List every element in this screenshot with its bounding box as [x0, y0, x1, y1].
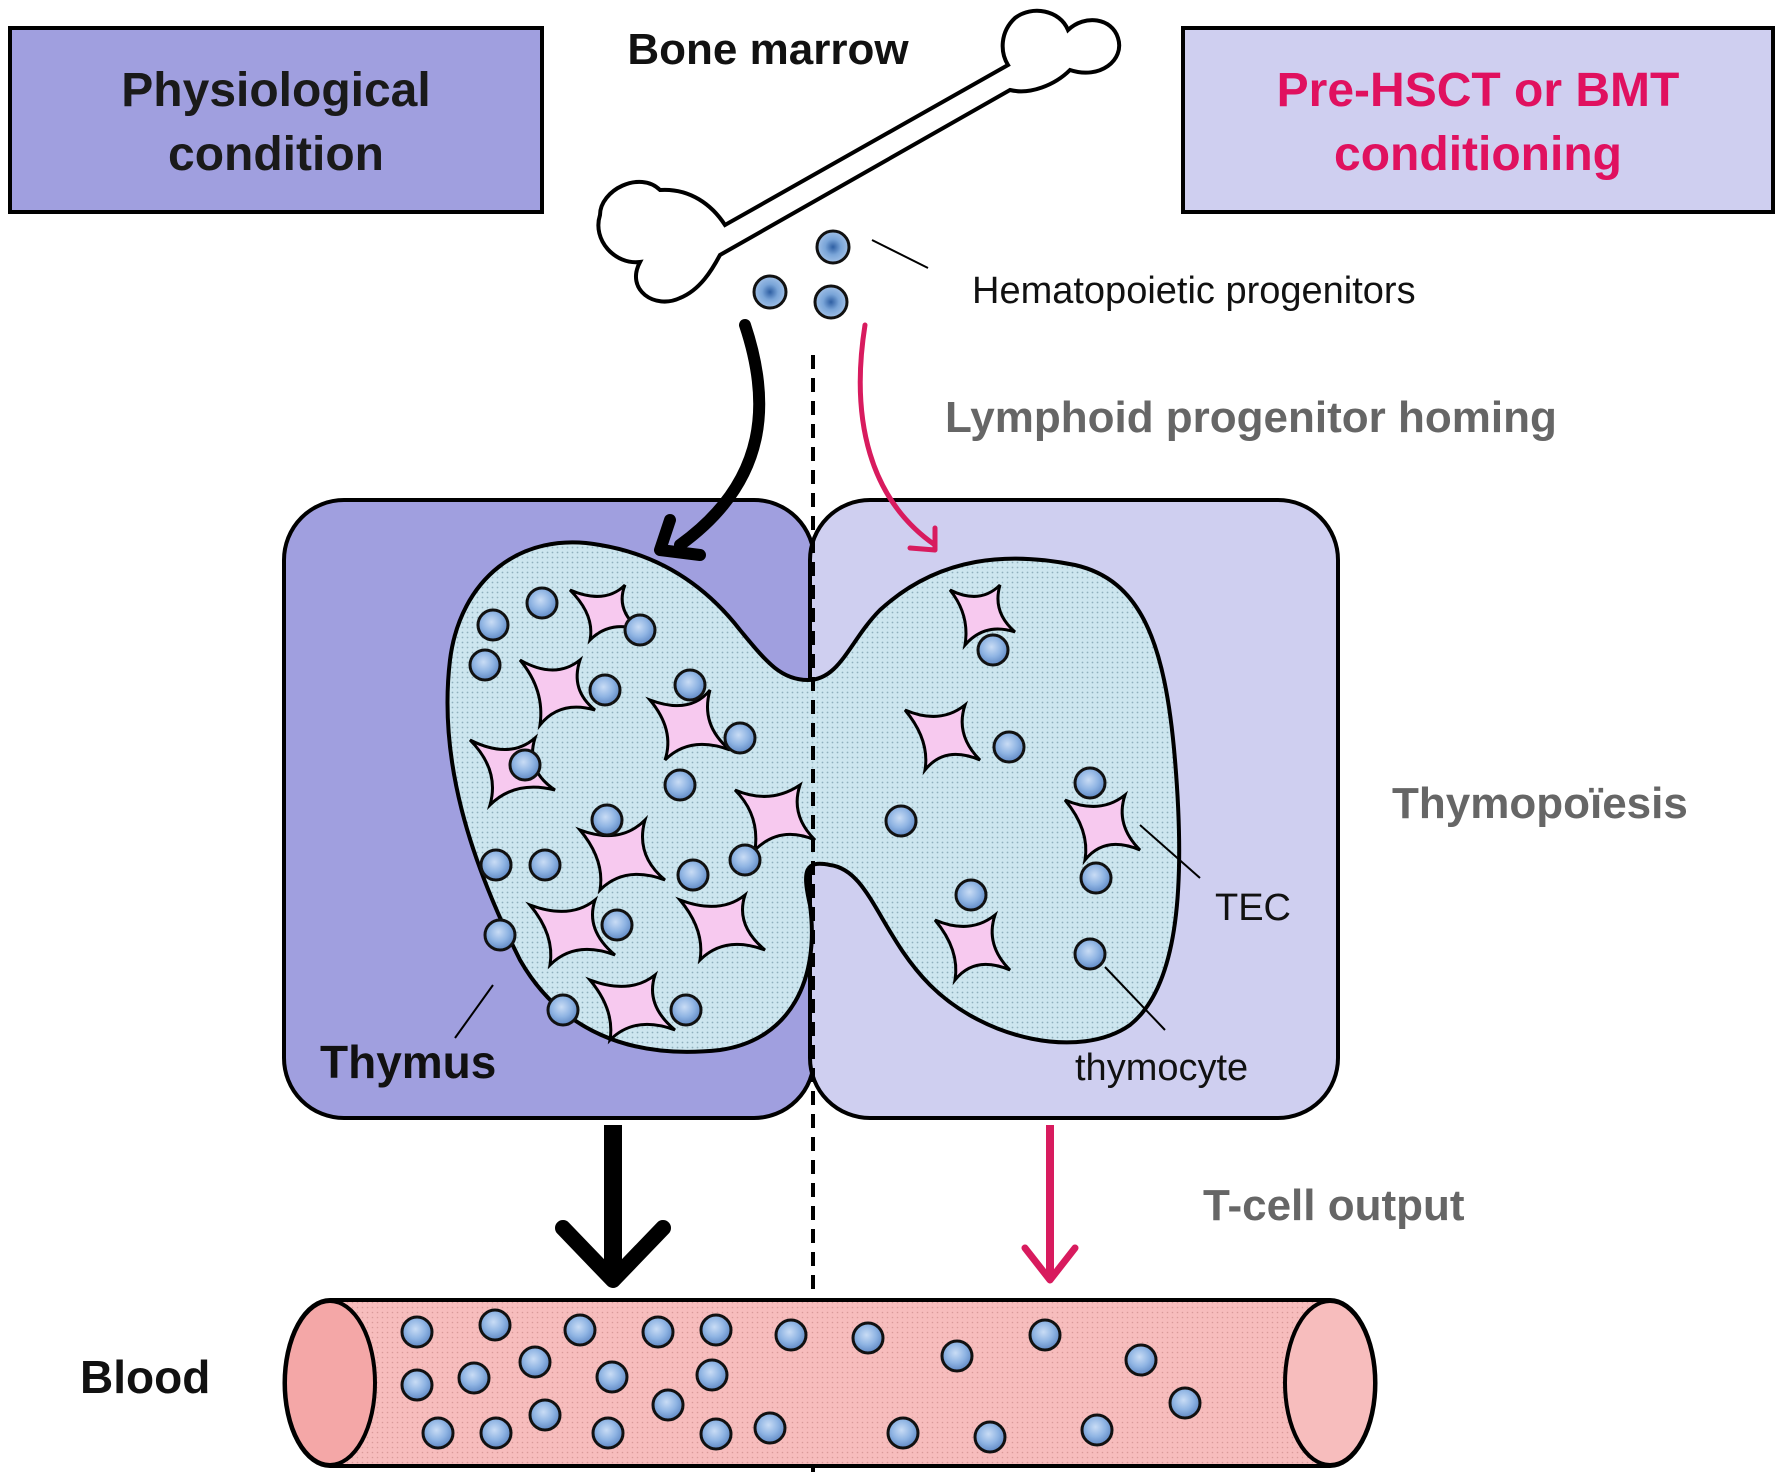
- thymocyte-icon: [695, 1358, 729, 1392]
- progenitors-label: Hematopoietic progenitors: [972, 270, 1416, 312]
- thymocyte-icon: [940, 1339, 974, 1373]
- tec-cell-icon: [948, 583, 1016, 650]
- thymocyte-icon: [728, 843, 762, 877]
- thymocyte-icon: [508, 748, 542, 782]
- thymocyte-icon: [483, 918, 517, 952]
- thymocyte-icon: [1079, 861, 1113, 895]
- thymocyte-icon: [884, 804, 918, 838]
- thymocyte-icon: [651, 1388, 685, 1422]
- conditioning-line1: Pre-HSCT or BMT: [1277, 64, 1680, 117]
- progenitor-cells: [752, 229, 929, 320]
- thymocyte-icon: [590, 803, 624, 837]
- homing-label: Lymphoid progenitor homing: [945, 393, 1557, 442]
- thymocyte-icon: [528, 1398, 562, 1432]
- homing-arrow-right: [857, 322, 938, 553]
- thymocyte-icon: [1168, 1386, 1202, 1420]
- thymocyte-icon: [421, 1416, 455, 1450]
- tcell-output-arrow-right: [1021, 1125, 1079, 1284]
- thymocyte-icon: [851, 1321, 885, 1355]
- tec-label: TEC: [1215, 887, 1291, 929]
- blood-label: Blood: [80, 1351, 210, 1403]
- progenitor-cell-icon: [815, 229, 851, 265]
- thymocyte-icon: [699, 1417, 733, 1451]
- physiological-condition-box: Physiological condition: [8, 26, 544, 214]
- thymocyte-icon: [1124, 1343, 1158, 1377]
- thymus-leader-line: [454, 984, 494, 1039]
- thymocyte-icon: [641, 1315, 675, 1349]
- thymocyte-icon: [479, 1416, 513, 1450]
- thymocyte-icon: [518, 1345, 552, 1379]
- bone-icon: [596, 8, 1122, 304]
- thymocyte-icon: [479, 848, 513, 882]
- thymocyte-icon: [478, 1308, 512, 1342]
- conditioning-box: Pre-HSCT or BMT conditioning: [1181, 26, 1775, 214]
- thymocyte-icon: [973, 1420, 1007, 1454]
- thymocyte-icon: [623, 613, 657, 647]
- tec-cell-icon: [525, 895, 616, 970]
- thymocyte-icon: [992, 730, 1026, 764]
- progenitor-cell-icon: [813, 284, 849, 320]
- homing-arrow-left: [654, 319, 766, 561]
- thymocyte-icon: [468, 648, 502, 682]
- physiological-condition-line1: Physiological: [121, 64, 430, 117]
- thymocyte-icon: [588, 673, 622, 707]
- thymocyte-label: thymocyte: [1075, 1047, 1248, 1089]
- thymocyte-icon: [976, 633, 1010, 667]
- tec-cell-icon: [575, 814, 666, 895]
- thymocyte-icon: [774, 1318, 808, 1352]
- thymocytes: [468, 586, 1113, 1027]
- thymocyte-icon: [476, 608, 510, 642]
- thymocyte-icon: [886, 1416, 920, 1450]
- thymocyte-icon: [400, 1368, 434, 1402]
- physiological-condition-line2: condition: [168, 128, 384, 181]
- tec-cell-icon: [1063, 790, 1142, 866]
- tec-cell-icon: [518, 655, 596, 731]
- thymocyte-icon: [546, 993, 580, 1027]
- thymocyte-icon: [723, 721, 757, 755]
- thymocyte-icon: [595, 1360, 629, 1394]
- thymocyte-icon: [676, 858, 710, 892]
- thymocyte-icon: [699, 1313, 733, 1347]
- thymocyte-icon: [591, 1416, 625, 1450]
- thymocyte-icon: [525, 586, 559, 620]
- tec-cell-icon: [675, 890, 766, 965]
- thymocyte-leader-line: [1104, 966, 1166, 1031]
- blood-cells: [400, 1308, 1202, 1454]
- thymocyte-icon: [1080, 1413, 1114, 1447]
- thymocyte-icon: [528, 848, 562, 882]
- thymocyte-icon: [457, 1361, 491, 1395]
- progenitor-cell-icon: [752, 274, 788, 310]
- tcell-output-arrow-left: [555, 1125, 671, 1288]
- tec-cell-icon: [903, 700, 982, 776]
- thymocyte-icon: [600, 908, 634, 942]
- thymopoiesis-label: Thymopoïesis: [1392, 779, 1688, 828]
- bone-marrow-label: Bone marrow: [627, 25, 909, 74]
- tec-cell-icon: [585, 970, 676, 1045]
- thymocyte-icon: [663, 768, 697, 802]
- tec-cell-icon: [933, 910, 1012, 986]
- thymocyte-icon: [400, 1315, 434, 1349]
- progenitor-leader-line: [871, 239, 929, 269]
- tcell-output-label: T-cell output: [1203, 1181, 1465, 1230]
- thymocyte-icon: [1028, 1318, 1062, 1352]
- thymus-label: Thymus: [320, 1036, 496, 1088]
- thymocyte-icon: [753, 1411, 787, 1445]
- tec-leader-line: [1139, 824, 1201, 879]
- thymocyte-icon: [563, 1313, 597, 1347]
- conditioning-line2: conditioning: [1334, 128, 1622, 181]
- tec-cells: [468, 583, 1142, 1045]
- thymocyte-icon: [1073, 937, 1107, 971]
- thymocyte-icon: [673, 668, 707, 702]
- thymocyte-icon: [669, 993, 703, 1027]
- thymocyte-icon: [954, 878, 988, 912]
- thymocyte-icon: [1073, 766, 1107, 800]
